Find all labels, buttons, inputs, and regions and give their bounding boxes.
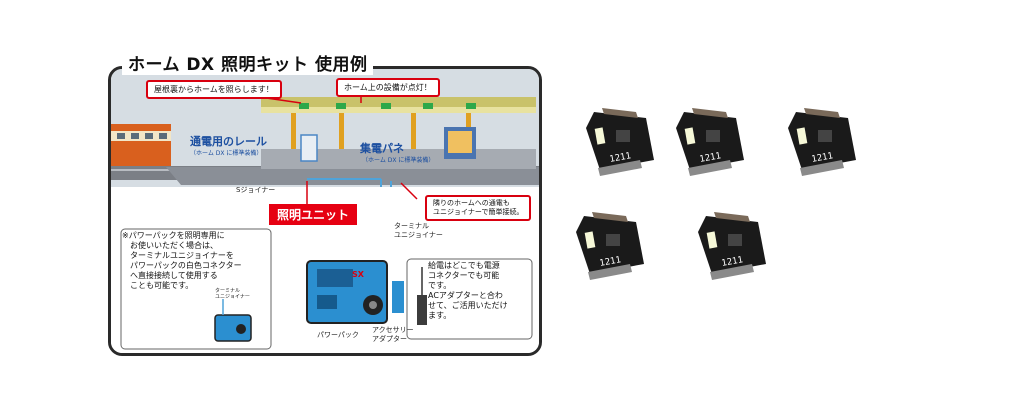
unit-marking: 1211 — [811, 151, 834, 165]
label-collector-panel: 集電パネ — [360, 142, 404, 155]
lighting-unit-photo: 1211 — [580, 108, 660, 178]
unit-marking: 1211 — [699, 151, 722, 165]
note-power-pack: ※パワーパックを照明専用に お使いいただく場合は、 ターミナルユニジョイナーを … — [122, 231, 242, 290]
label-rail: 通電用のレール — [190, 135, 267, 148]
label-rail-sub: （ホーム DX に標準装備） — [190, 150, 263, 157]
unit-marking: 1211 — [609, 151, 632, 165]
unit-marking: 1211 — [721, 255, 744, 269]
label-collector-panel-sub: （ホーム DX に標準装備） — [362, 157, 435, 164]
label-terminal-joiner-small: ターミナル ユニジョイナー — [215, 288, 250, 300]
unit-marking: 1211 — [599, 255, 622, 269]
diagram-title: ホーム DX 照明キット 使用例 — [122, 50, 374, 75]
power-pack-brand: SX — [352, 270, 364, 279]
callout-equipment-light: ホーム上の設備が点灯！ — [336, 78, 440, 97]
label-lighting-unit: 照明ユニット — [269, 204, 358, 225]
callout-adjacent-home: 隣りのホームへの通電も ユニジョイナーで簡単接続。 — [425, 195, 532, 221]
lighting-unit-photo: 1211 — [570, 212, 650, 282]
note-power-source: 給電はどこでも電源 コネクターでも可能 です。 ACアダプターと合わ せて、ご活… — [428, 261, 508, 320]
label-terminal-joiner: ターミナル ユニジョイナー — [394, 222, 443, 239]
lighting-unit-photo: 1211 — [692, 212, 772, 282]
lighting-unit-photo: 1211 — [782, 108, 862, 178]
label-power-pack: パワーパック — [317, 331, 359, 339]
callout-roof-light: 屋根裏からホームを照らします！ — [146, 80, 282, 99]
lighting-unit-photo: 1211 — [670, 108, 750, 178]
label-accessory-adapter: アクセサリー アダプター — [372, 326, 414, 343]
label-s-joiner: Sジョイナー — [236, 186, 276, 194]
